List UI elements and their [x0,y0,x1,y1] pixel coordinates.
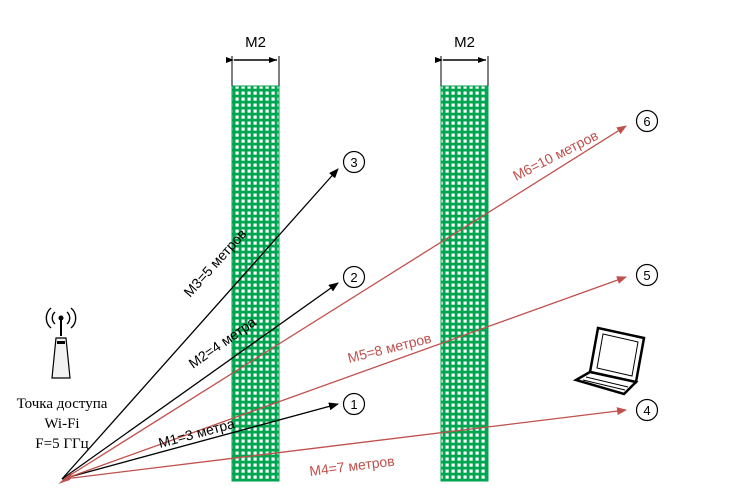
path-label-4: M4=7 метров [308,453,395,479]
target-3-number: 3 [350,155,357,170]
path-arrow-5 [63,276,627,480]
target-6-number: 6 [643,114,650,129]
laptop-icon [572,326,646,396]
path-arrow-6 [63,125,627,480]
path-arrow-2 [61,282,339,480]
target-2-number: 2 [350,270,357,285]
access-point-label-line3: F=5 ГГц [35,436,88,452]
return-arrowhead [58,472,72,484]
path-arrow-1 [61,402,339,480]
path-label-1: M1=3 метра [157,415,237,451]
wall-1-thickness-label: M2 [245,34,266,51]
target-3: 3 [342,150,366,174]
wall-2: M2 [435,34,489,482]
wall-1: M2 [226,34,280,482]
target-6: 6 [635,109,659,133]
path-arrow-3 [61,168,339,480]
target-4: 4 [635,398,659,422]
target-1: 1 [342,392,366,416]
target-4-number: 4 [643,403,650,418]
target-2: 2 [342,265,366,289]
target-5-number: 5 [643,268,650,283]
router-antenna-icon [45,307,77,379]
access-point-label-line1: Точка доступа [17,396,108,412]
path-label-6: M6=10 метров [510,127,601,184]
wall-2-thickness-label: M2 [454,34,475,51]
target-1-number: 1 [350,397,357,412]
target-5: 5 [635,263,659,287]
access-point-label-line2: Wi-Fi [44,416,79,432]
path-arrow-4 [63,407,627,480]
path-label-5: M5=8 метров [346,330,433,366]
